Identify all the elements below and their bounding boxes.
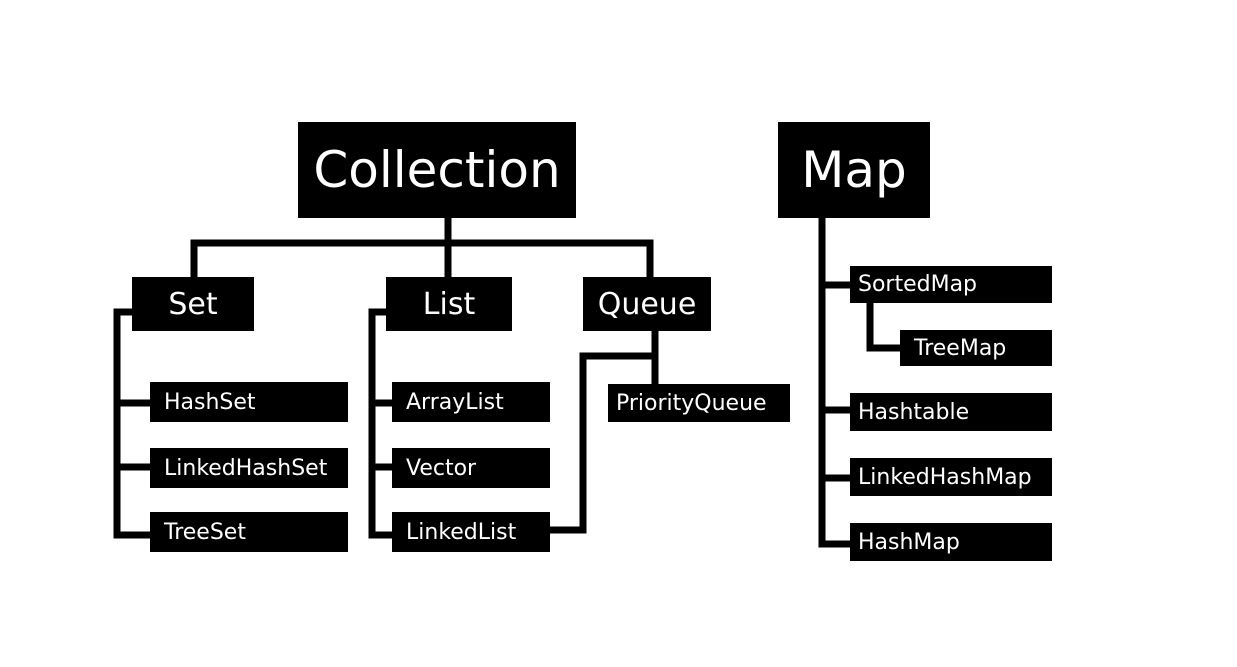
collection-node: Collection [298, 122, 576, 218]
queue-label: Queue [597, 286, 697, 322]
list-node: List [386, 277, 512, 331]
vector-node: Vector [392, 448, 550, 488]
hashset-label: HashSet [164, 389, 256, 415]
sortedmap-node: SortedMap [850, 266, 1052, 303]
queue-node: Queue [583, 277, 711, 331]
list-label: List [422, 286, 476, 322]
hashtable-node: Hashtable [850, 393, 1052, 431]
linkedlist-node: LinkedList [392, 512, 550, 552]
arraylist-node: ArrayList [392, 382, 550, 422]
arraylist-label: ArrayList [406, 389, 504, 415]
vector-label: Vector [406, 455, 477, 481]
priorityqueue-node: PriorityQueue [608, 384, 790, 422]
linkedhashset-label: LinkedHashSet [164, 455, 328, 481]
connector-map-children [818, 214, 854, 548]
linkedhashset-node: LinkedHashSet [150, 448, 348, 488]
set-node: Set [132, 277, 254, 331]
hashset-node: HashSet [150, 382, 348, 422]
hashmap-label: HashMap [858, 529, 960, 555]
hashmap-node: HashMap [850, 523, 1052, 561]
map-label: Map [801, 141, 907, 199]
linkedhashmap-node: LinkedHashMap [850, 458, 1052, 496]
sortedmap-label: SortedMap [858, 272, 978, 297]
priorityqueue-label: PriorityQueue [616, 390, 767, 416]
connector-sortedmap-to-treemap [866, 298, 904, 352]
treemap-node: TreeMap [900, 330, 1052, 366]
linkedlist-label: LinkedList [406, 519, 517, 545]
treeset-node: TreeSet [150, 512, 348, 552]
map-node: Map [778, 122, 930, 218]
connector-list-children [368, 308, 396, 539]
hashtable-label: Hashtable [858, 399, 970, 425]
collection-label: Collection [313, 141, 561, 199]
set-label: Set [168, 286, 218, 322]
linkedhashmap-label: LinkedHashMap [858, 464, 1032, 490]
connector-set-children [113, 308, 154, 539]
connector-linkedlist-to-queue [547, 352, 659, 534]
treeset-label: TreeSet [164, 519, 246, 545]
treemap-label: TreeMap [914, 335, 1007, 361]
